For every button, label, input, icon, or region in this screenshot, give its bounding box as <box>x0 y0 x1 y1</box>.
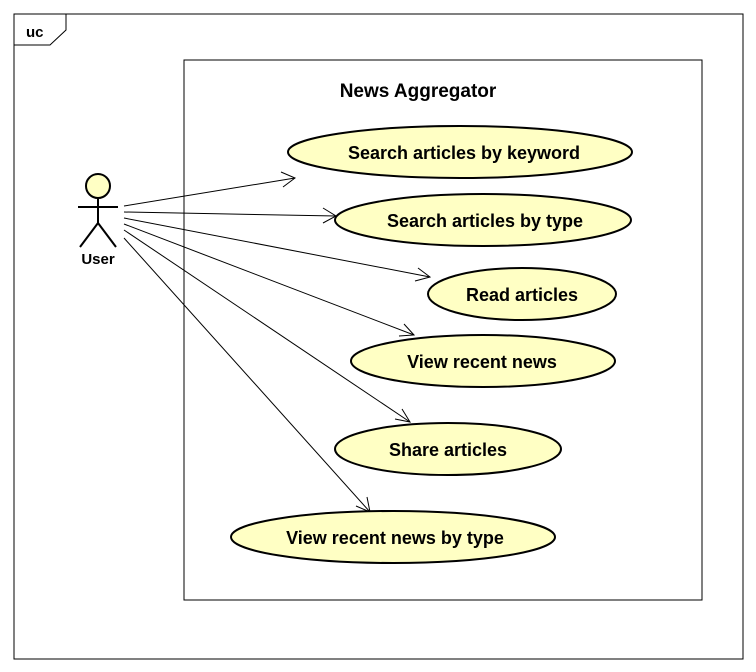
association-view-recent[interactable] <box>123 223 416 337</box>
use-case-label: View recent news by type <box>286 528 504 548</box>
frame-tag-box <box>14 14 67 46</box>
use-case-share[interactable]: Share articles <box>334 422 562 476</box>
actor-user[interactable] <box>78 173 118 248</box>
use-case-view-recent[interactable]: View recent news <box>350 334 616 388</box>
system-title: News Aggregator <box>340 81 497 102</box>
use-case-label: Read articles <box>466 285 578 305</box>
use-case-read-articles[interactable]: Read articles <box>427 267 617 321</box>
association-search-keyword[interactable] <box>123 171 296 207</box>
association-read-articles[interactable] <box>123 217 432 282</box>
use-case-search-type[interactable]: Search articles by type <box>334 193 632 247</box>
use-case-view-recent-type[interactable]: View recent news by type <box>230 510 556 564</box>
associations <box>123 171 432 513</box>
use-case-label: View recent news <box>407 352 557 372</box>
actor-label: User <box>81 251 115 268</box>
use-case-label: Search articles by keyword <box>348 143 580 163</box>
frame-tag: uc <box>26 24 44 41</box>
association-share[interactable] <box>123 229 412 423</box>
actor-head <box>85 173 111 199</box>
use-case-label: Share articles <box>389 440 507 460</box>
use-case-label: Search articles by type <box>387 211 583 231</box>
use-case-search-keyword[interactable]: Search articles by keyword <box>287 125 633 179</box>
